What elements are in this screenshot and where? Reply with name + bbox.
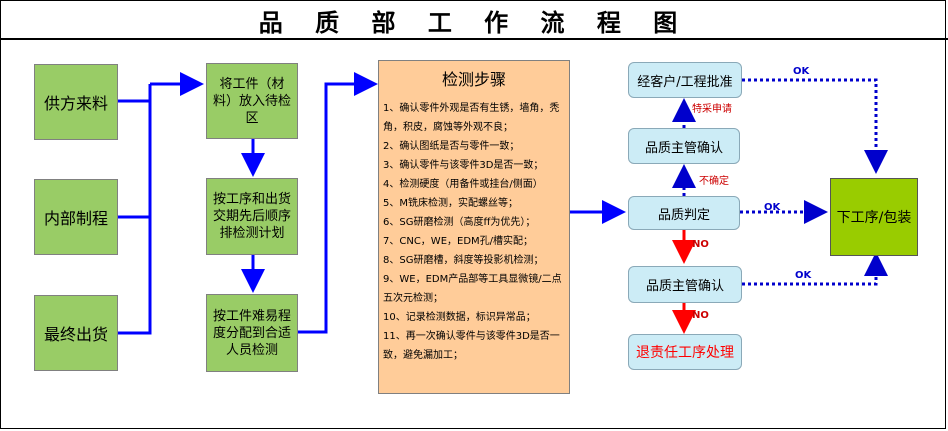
connector-customer-next (742, 78, 888, 174)
edge-label-no-manager: NO (692, 310, 709, 321)
process-schedule-label: 按工序和出货交期先后顺序排检测计划 (212, 192, 291, 241)
process-staging-label: 将工件（材料）放入待检区 (212, 76, 291, 126)
next-process-label: 下工序/包装 (836, 210, 912, 226)
connector-to-inspection (298, 72, 378, 334)
inspection-step: 7、CNC，WE，EDM孔/槽实配； (383, 236, 534, 247)
page-title: 品 质 部 工 作 流 程 图 (258, 8, 690, 37)
inspection-step: 9、WE，EDM产品部等工具显微镜/二点五次元检测； (383, 274, 562, 304)
source-internal-box: 内部制程 (34, 179, 118, 255)
inspection-step: 8、SG研磨槽，斜度等投影机检测； (383, 255, 544, 266)
manager-confirm-bottom-label: 品质主管确认 (645, 279, 724, 294)
connector-manager-bottom-next (742, 252, 888, 286)
customer-approval-box: 经客户/工程批准 (628, 62, 742, 98)
process-schedule-box: 按工序和出货交期先后顺序排检测计划 (206, 178, 298, 255)
process-staging-box: 将工件（材料）放入待检区 (206, 63, 298, 139)
inspection-step: 10、记录检测数据，标识异常品； (383, 312, 536, 323)
customer-approval-label: 经客户/工程批准 (637, 74, 733, 90)
edge-label-ok-customer: OK (793, 66, 810, 77)
quality-judgment-box: 品质判定 (628, 196, 740, 230)
inspection-title: 检测步骤 (441, 70, 506, 89)
inspection-step: 6、SG研磨检测（高度ff为优先）； (383, 217, 536, 228)
inspection-step: 4、检测硬度（用备件或挂台/侧面） (383, 179, 543, 190)
connector-supply (118, 84, 152, 103)
source-final-box: 最终出货 (34, 295, 118, 371)
next-process-box: 下工序/包装 (830, 178, 918, 256)
manager-confirm-bottom-box: 品质主管确认 (628, 266, 742, 303)
connector-internal (118, 84, 152, 219)
quality-judgment-label: 品质判定 (657, 207, 710, 223)
inspection-step: 3、确认零件与该零件3D是否一致； (383, 160, 544, 171)
source-supply-box: 供方来料 (34, 64, 118, 140)
process-assign-label: 按工件难易程度分配到合适人员检测 (212, 308, 291, 358)
edge-label-no-judgment: NO (692, 239, 709, 250)
source-connectors (118, 72, 204, 335)
reject-box: 退责任工序处理 (628, 334, 742, 370)
inspection-step: 5、M铣床检测，实配螺丝等； (383, 198, 518, 209)
source-final-label: 最终出货 (43, 325, 108, 344)
connector-final (118, 84, 152, 335)
edge-label-ok-manager: OK (795, 270, 812, 281)
inspection-steps-box: 检测步骤 1、确认零件外观是否有生锈，墙角，秃角，积皮，腐蚀等外观不良； 2、确… (378, 60, 570, 394)
title-bar: 品 质 部 工 作 流 程 图 (0, 0, 948, 40)
process-assign-box: 按工件难易程度分配到合适人员检测 (206, 294, 298, 372)
process-connectors (241, 72, 378, 334)
inspection-step: 11、再一次确认零件与该零件3D是否一致，避免漏加工； (383, 331, 560, 361)
inspection-step: 2、确认图纸是否与零件一致； (383, 141, 520, 152)
edge-label-ok-judgment: OK (764, 202, 781, 213)
reject-label: 退责任工序处理 (636, 345, 734, 361)
edge-label-pending: 特采申请 (692, 104, 732, 115)
inspection-step: 1、确认零件外观是否有生锈，墙角，秃角，积皮，腐蚀等外观不良； (383, 103, 560, 133)
edge-label-uncertain: 不确定 (699, 176, 729, 187)
source-internal-label: 内部制程 (43, 209, 108, 228)
manager-confirm-top-label: 品质主管确认 (644, 140, 723, 156)
source-supply-label: 供方来料 (43, 94, 108, 113)
manager-confirm-top-box: 品质主管确认 (628, 128, 740, 164)
